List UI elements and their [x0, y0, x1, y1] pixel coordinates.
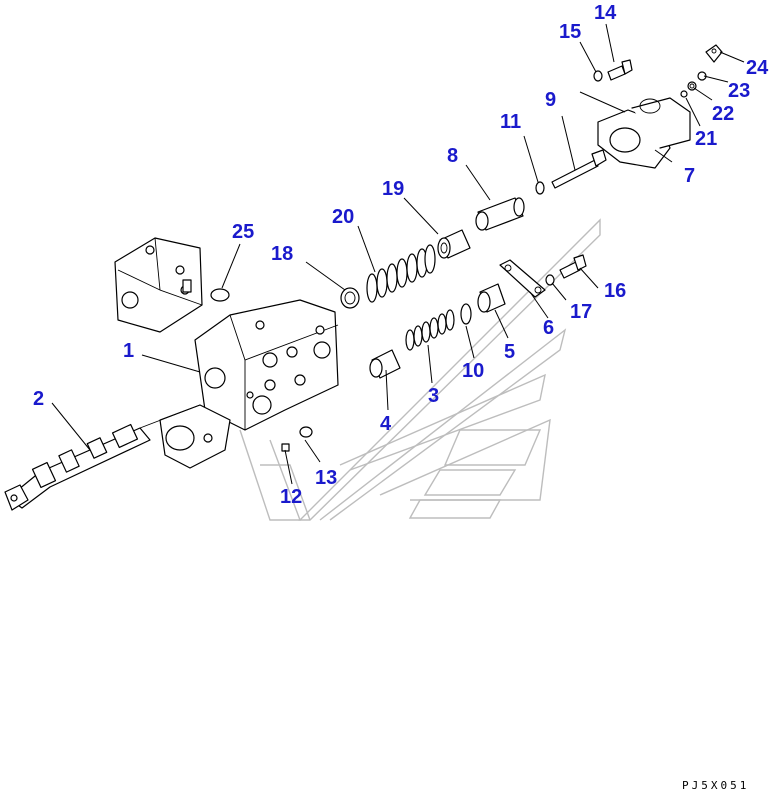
leader-lines: [51, 23, 745, 485]
part-2-spool: [4, 404, 201, 511]
part-8-piston: [475, 197, 525, 231]
callout-19: 19: [382, 178, 404, 200]
part-20-large-spring: [366, 244, 436, 303]
callout-24: 24: [746, 57, 769, 79]
callout-4: 4: [380, 413, 392, 435]
callout-20: 20: [332, 206, 354, 228]
drawing-code: PJ5X051: [682, 779, 749, 792]
part-1-valve-body: [159, 299, 339, 469]
callout-25: 25: [232, 221, 254, 243]
callout-1: 1: [123, 340, 134, 362]
part-7-end-cover: [597, 97, 691, 169]
background-perspective-lines: [239, 218, 601, 521]
callout-3: 3: [428, 385, 439, 407]
part-18-cap: [340, 287, 360, 309]
callout-23: 23: [728, 80, 750, 102]
part-5-plug: [477, 283, 506, 313]
callout-14: 14: [594, 2, 617, 24]
callout-15: 15: [559, 21, 581, 43]
callout-8: 8: [447, 145, 458, 167]
callout-13: 13: [315, 467, 337, 489]
callout-9: 9: [545, 89, 556, 111]
part-11-washer: [535, 181, 545, 195]
part-4-plunger: [369, 349, 401, 379]
callout-11: 11: [500, 111, 521, 133]
parts-14-15-bolt-washer: [579, 59, 633, 113]
part-19-sleeve: [437, 229, 471, 259]
callout-21: 21: [695, 128, 717, 150]
callout-16: 16: [604, 280, 626, 302]
callout-6: 6: [543, 317, 554, 339]
callout-10: 10: [462, 360, 484, 382]
part-25-cover-plate: [114, 237, 230, 333]
parts-21-24-hardware: [680, 44, 723, 98]
part-9-long-bolt: [551, 149, 607, 189]
callout-2: 2: [33, 388, 44, 410]
callout-12: 12: [280, 486, 302, 508]
part-10-o-ring: [460, 303, 472, 325]
parts-12-13-seals: [281, 426, 313, 452]
callout-17: 17: [570, 301, 592, 323]
part-3-small-spring: [405, 309, 455, 351]
parts-6-16-17-bracket: [499, 254, 587, 298]
callout-7: 7: [684, 165, 695, 187]
callout-5: 5: [504, 341, 515, 363]
callout-18: 18: [271, 243, 293, 265]
callout-22: 22: [712, 103, 734, 125]
